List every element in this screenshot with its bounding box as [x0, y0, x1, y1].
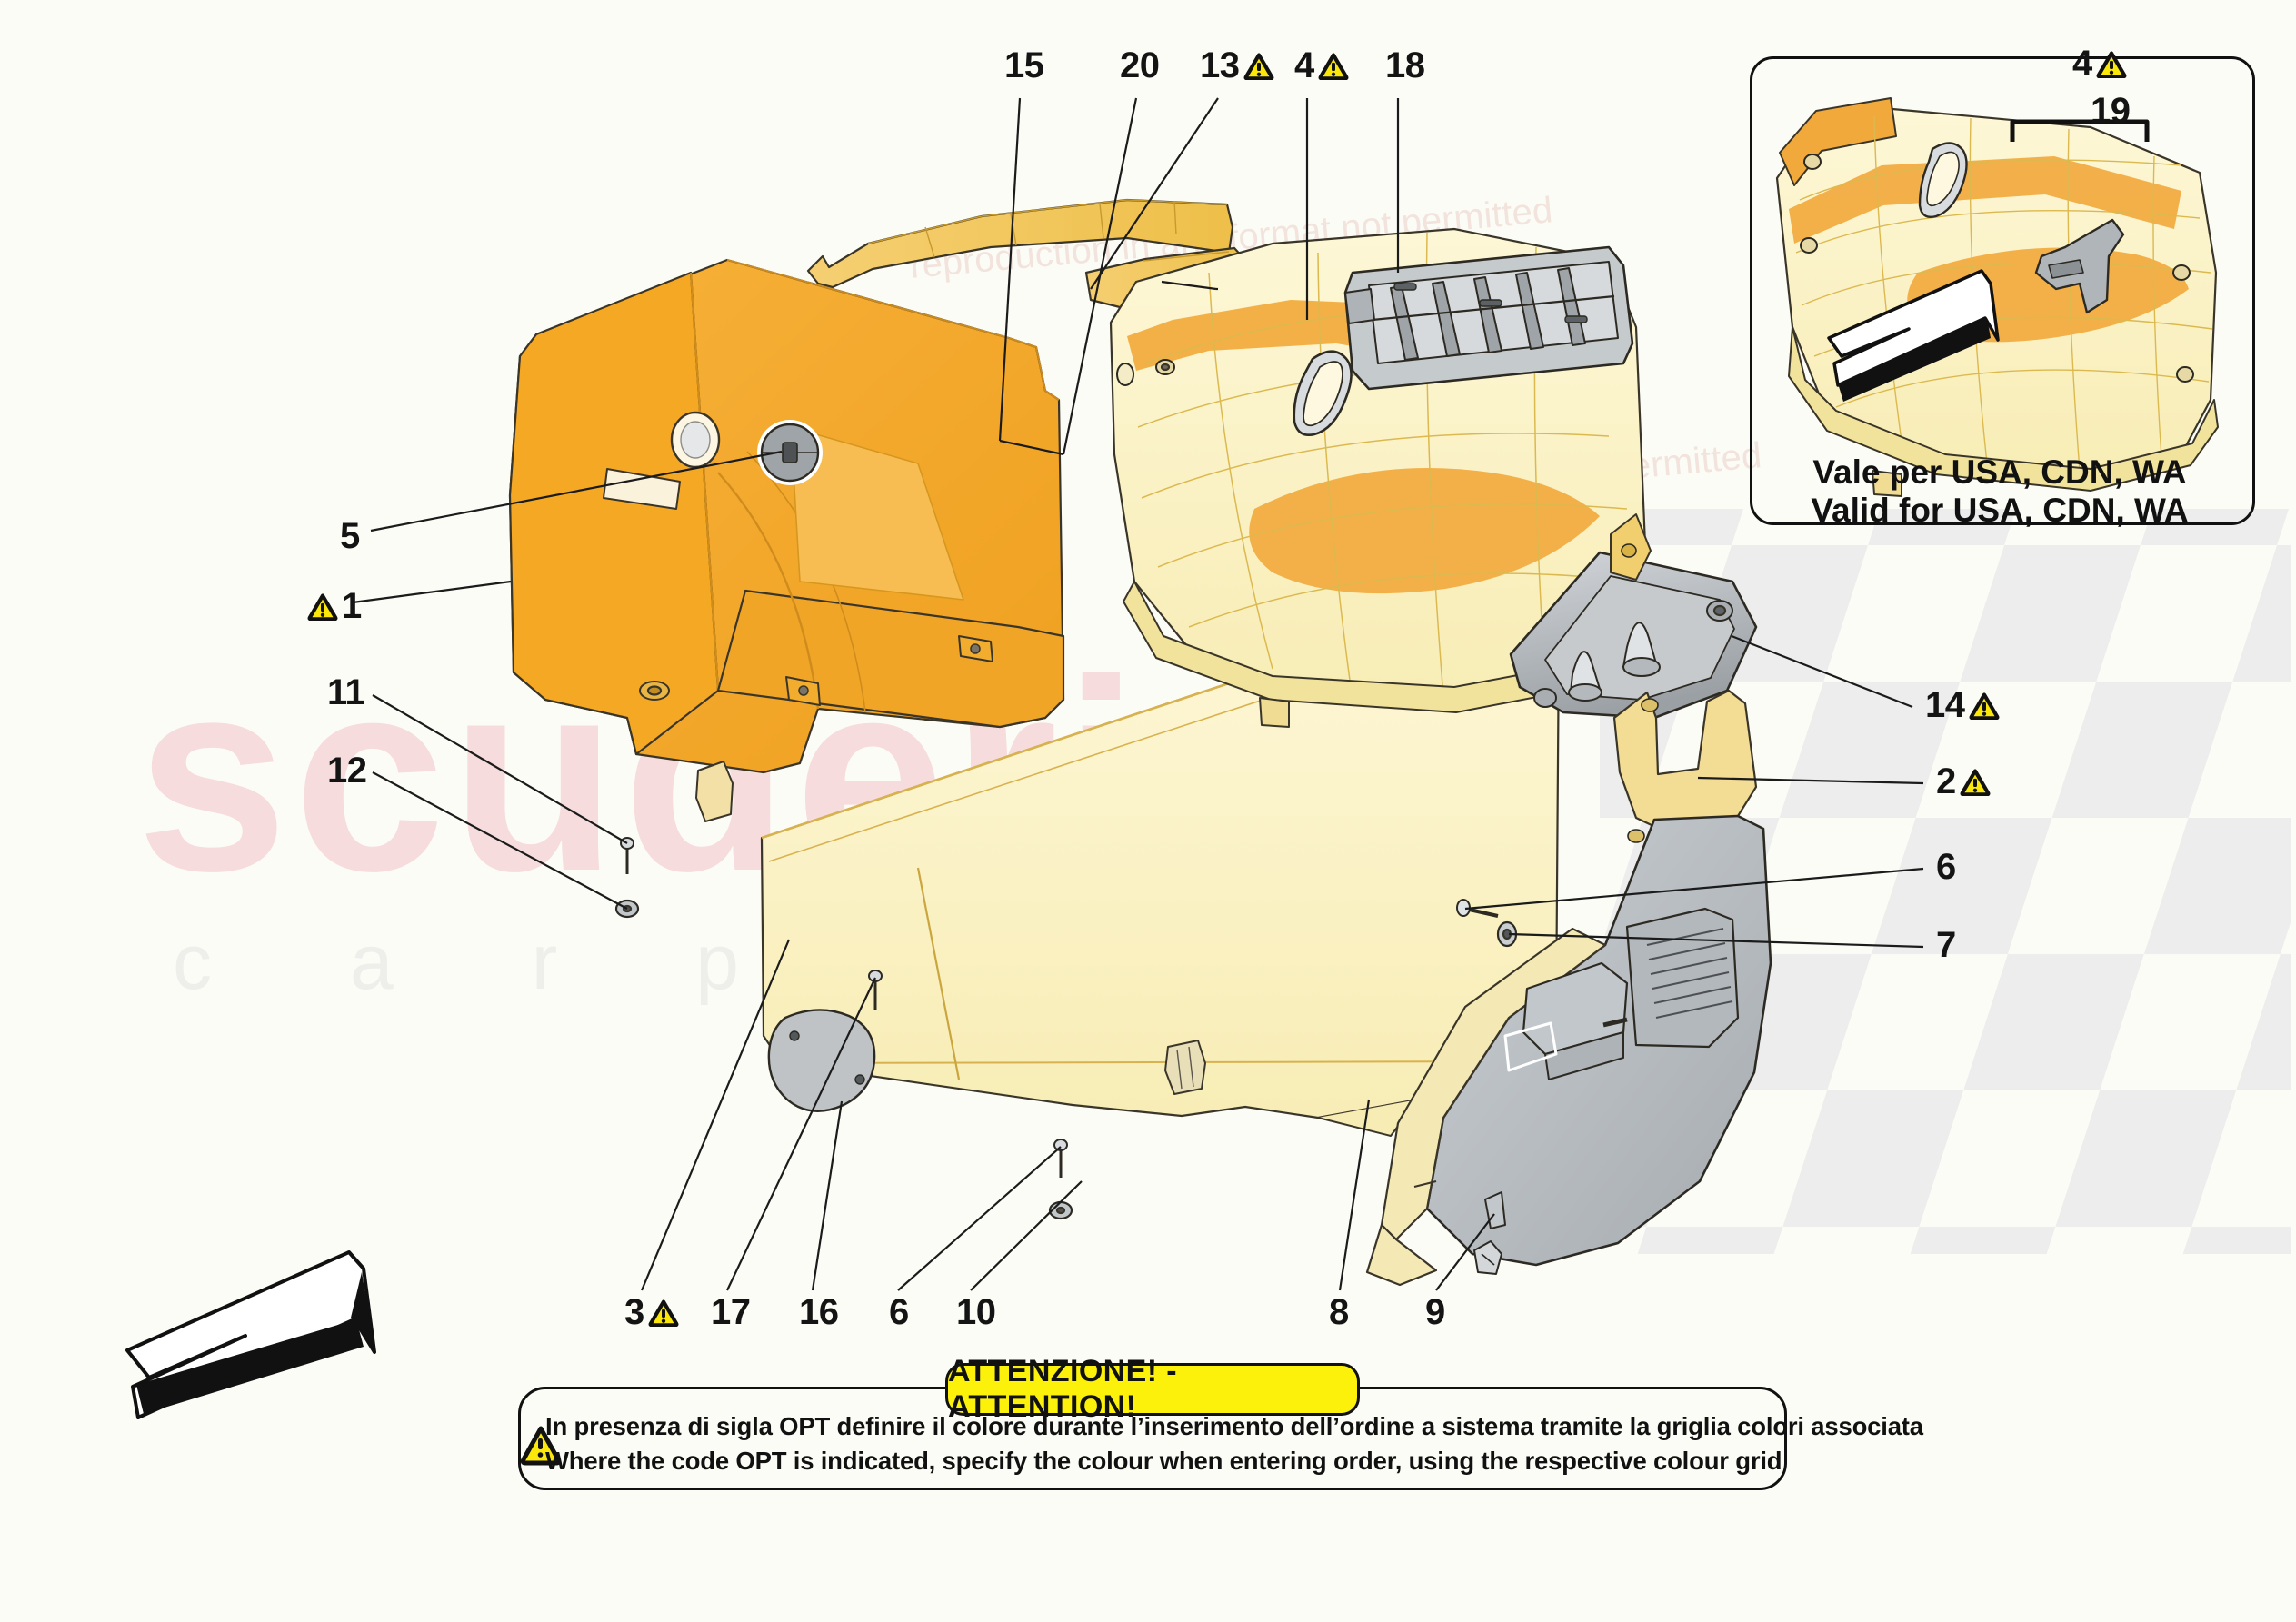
part-pin-6-right: [1456, 899, 1499, 918]
callout-16[interactable]: 16: [799, 1292, 839, 1333]
callout-11-label: 11: [327, 672, 365, 712]
warning-triangle-icon: [1960, 768, 1991, 796]
callout-5[interactable]: 5: [340, 516, 360, 557]
part-washer-7-right: [1496, 920, 1518, 948]
callout-7[interactable]: 7: [1936, 925, 1956, 966]
callout-2-label: 2: [1936, 761, 1956, 801]
inset-caption-en: Valid for USA, CDN, WA: [1811, 492, 2189, 529]
warning-triangle-icon: [1318, 52, 1349, 80]
callout-9[interactable]: 9: [1425, 1292, 1445, 1333]
callout-18[interactable]: 18: [1385, 45, 1425, 86]
inset-callout-4-label: 4: [2072, 44, 2092, 84]
callout-3[interactable]: 3: [624, 1292, 679, 1333]
warning-triangle-icon: [1969, 692, 1999, 720]
callout-14-label: 14: [1925, 685, 1965, 725]
callout-20[interactable]: 20: [1120, 45, 1160, 86]
part-pin-11: [620, 837, 634, 874]
callout-6-right[interactable]: 6: [1936, 847, 1956, 888]
callout-16-label: 16: [799, 1292, 839, 1332]
callout-8[interactable]: 8: [1329, 1292, 1349, 1333]
part-pin-17: [868, 970, 883, 1010]
part-pin-6-lower: [1053, 1139, 1068, 1178]
callout-2[interactable]: 2: [1936, 761, 1991, 802]
callout-13[interactable]: 13: [1200, 45, 1274, 86]
handle-recess: [1293, 350, 1353, 436]
callout-17-label: 17: [711, 1292, 751, 1332]
warning-triangle-icon: [648, 1299, 679, 1327]
part-left-side-trim-panel: [508, 258, 1065, 774]
callout-1[interactable]: 1: [307, 586, 362, 627]
part-right-side-trim-panel: [1365, 689, 1772, 1287]
callout-6-bottom-label: 6: [889, 1292, 909, 1332]
inset-caption-it: Vale per USA, CDN, WA: [1812, 453, 2187, 491]
callout-4-top[interactable]: 4: [1294, 45, 1349, 86]
callout-9-label: 9: [1425, 1292, 1445, 1332]
callout-10[interactable]: 10: [956, 1292, 996, 1333]
part-trim-strip-15: [806, 198, 1234, 289]
callout-6-right-label: 6: [1936, 847, 1956, 887]
part-grey-bracket-14: [1509, 513, 1758, 720]
inset-direction-arrow-icon: [1827, 269, 2000, 402]
callout-17[interactable]: 17: [711, 1292, 751, 1333]
callout-11[interactable]: 11: [327, 672, 365, 713]
callout-8-label: 8: [1329, 1292, 1349, 1332]
callout-15[interactable]: 15: [1004, 45, 1044, 86]
callout-3-label: 3: [624, 1292, 644, 1332]
warning-triangle-icon: [1243, 52, 1273, 80]
callout-12[interactable]: 12: [327, 751, 367, 791]
callout-7-label: 7: [1936, 925, 1956, 965]
callout-14[interactable]: 14: [1925, 685, 2000, 726]
callout-6-bottom[interactable]: 6: [889, 1292, 909, 1333]
warning-triangle-icon: [520, 1426, 562, 1466]
part-clip-9: [1473, 1191, 1506, 1275]
leader-lines: [352, 97, 2109, 1291]
callout-10-label: 10: [956, 1292, 996, 1332]
callout-5-label: 5: [340, 516, 360, 556]
part-vent-grille-18: [1343, 245, 1634, 391]
warning-triangle-icon: [2096, 50, 2127, 78]
inset-callout-4[interactable]: 4: [2072, 44, 2127, 85]
inset-part-lever-19: [2034, 218, 2125, 314]
part-round-cap-5: [757, 420, 823, 485]
warning-triangle-icon: [307, 592, 338, 621]
callout-4-top-label: 4: [1294, 45, 1314, 85]
attention-line-it: In presenza di sigla OPT definire il col…: [545, 1412, 1923, 1440]
callout-12-label: 12: [327, 751, 367, 791]
callout-1-label: 1: [342, 586, 362, 626]
callout-18-label: 18: [1385, 45, 1425, 85]
direction-arrow-icon: [125, 1250, 376, 1419]
attention-line-en: Where the code OPT is indicated, specify…: [545, 1447, 1782, 1475]
inset-callout-19-label: 19: [2091, 91, 2131, 131]
inset-callout-19[interactable]: 19: [2091, 91, 2131, 132]
inset-panel-usa: [1750, 56, 2255, 525]
callout-15-label: 15: [1004, 45, 1044, 85]
callout-13-label: 13: [1200, 45, 1240, 85]
callout-20-label: 20: [1120, 45, 1160, 85]
